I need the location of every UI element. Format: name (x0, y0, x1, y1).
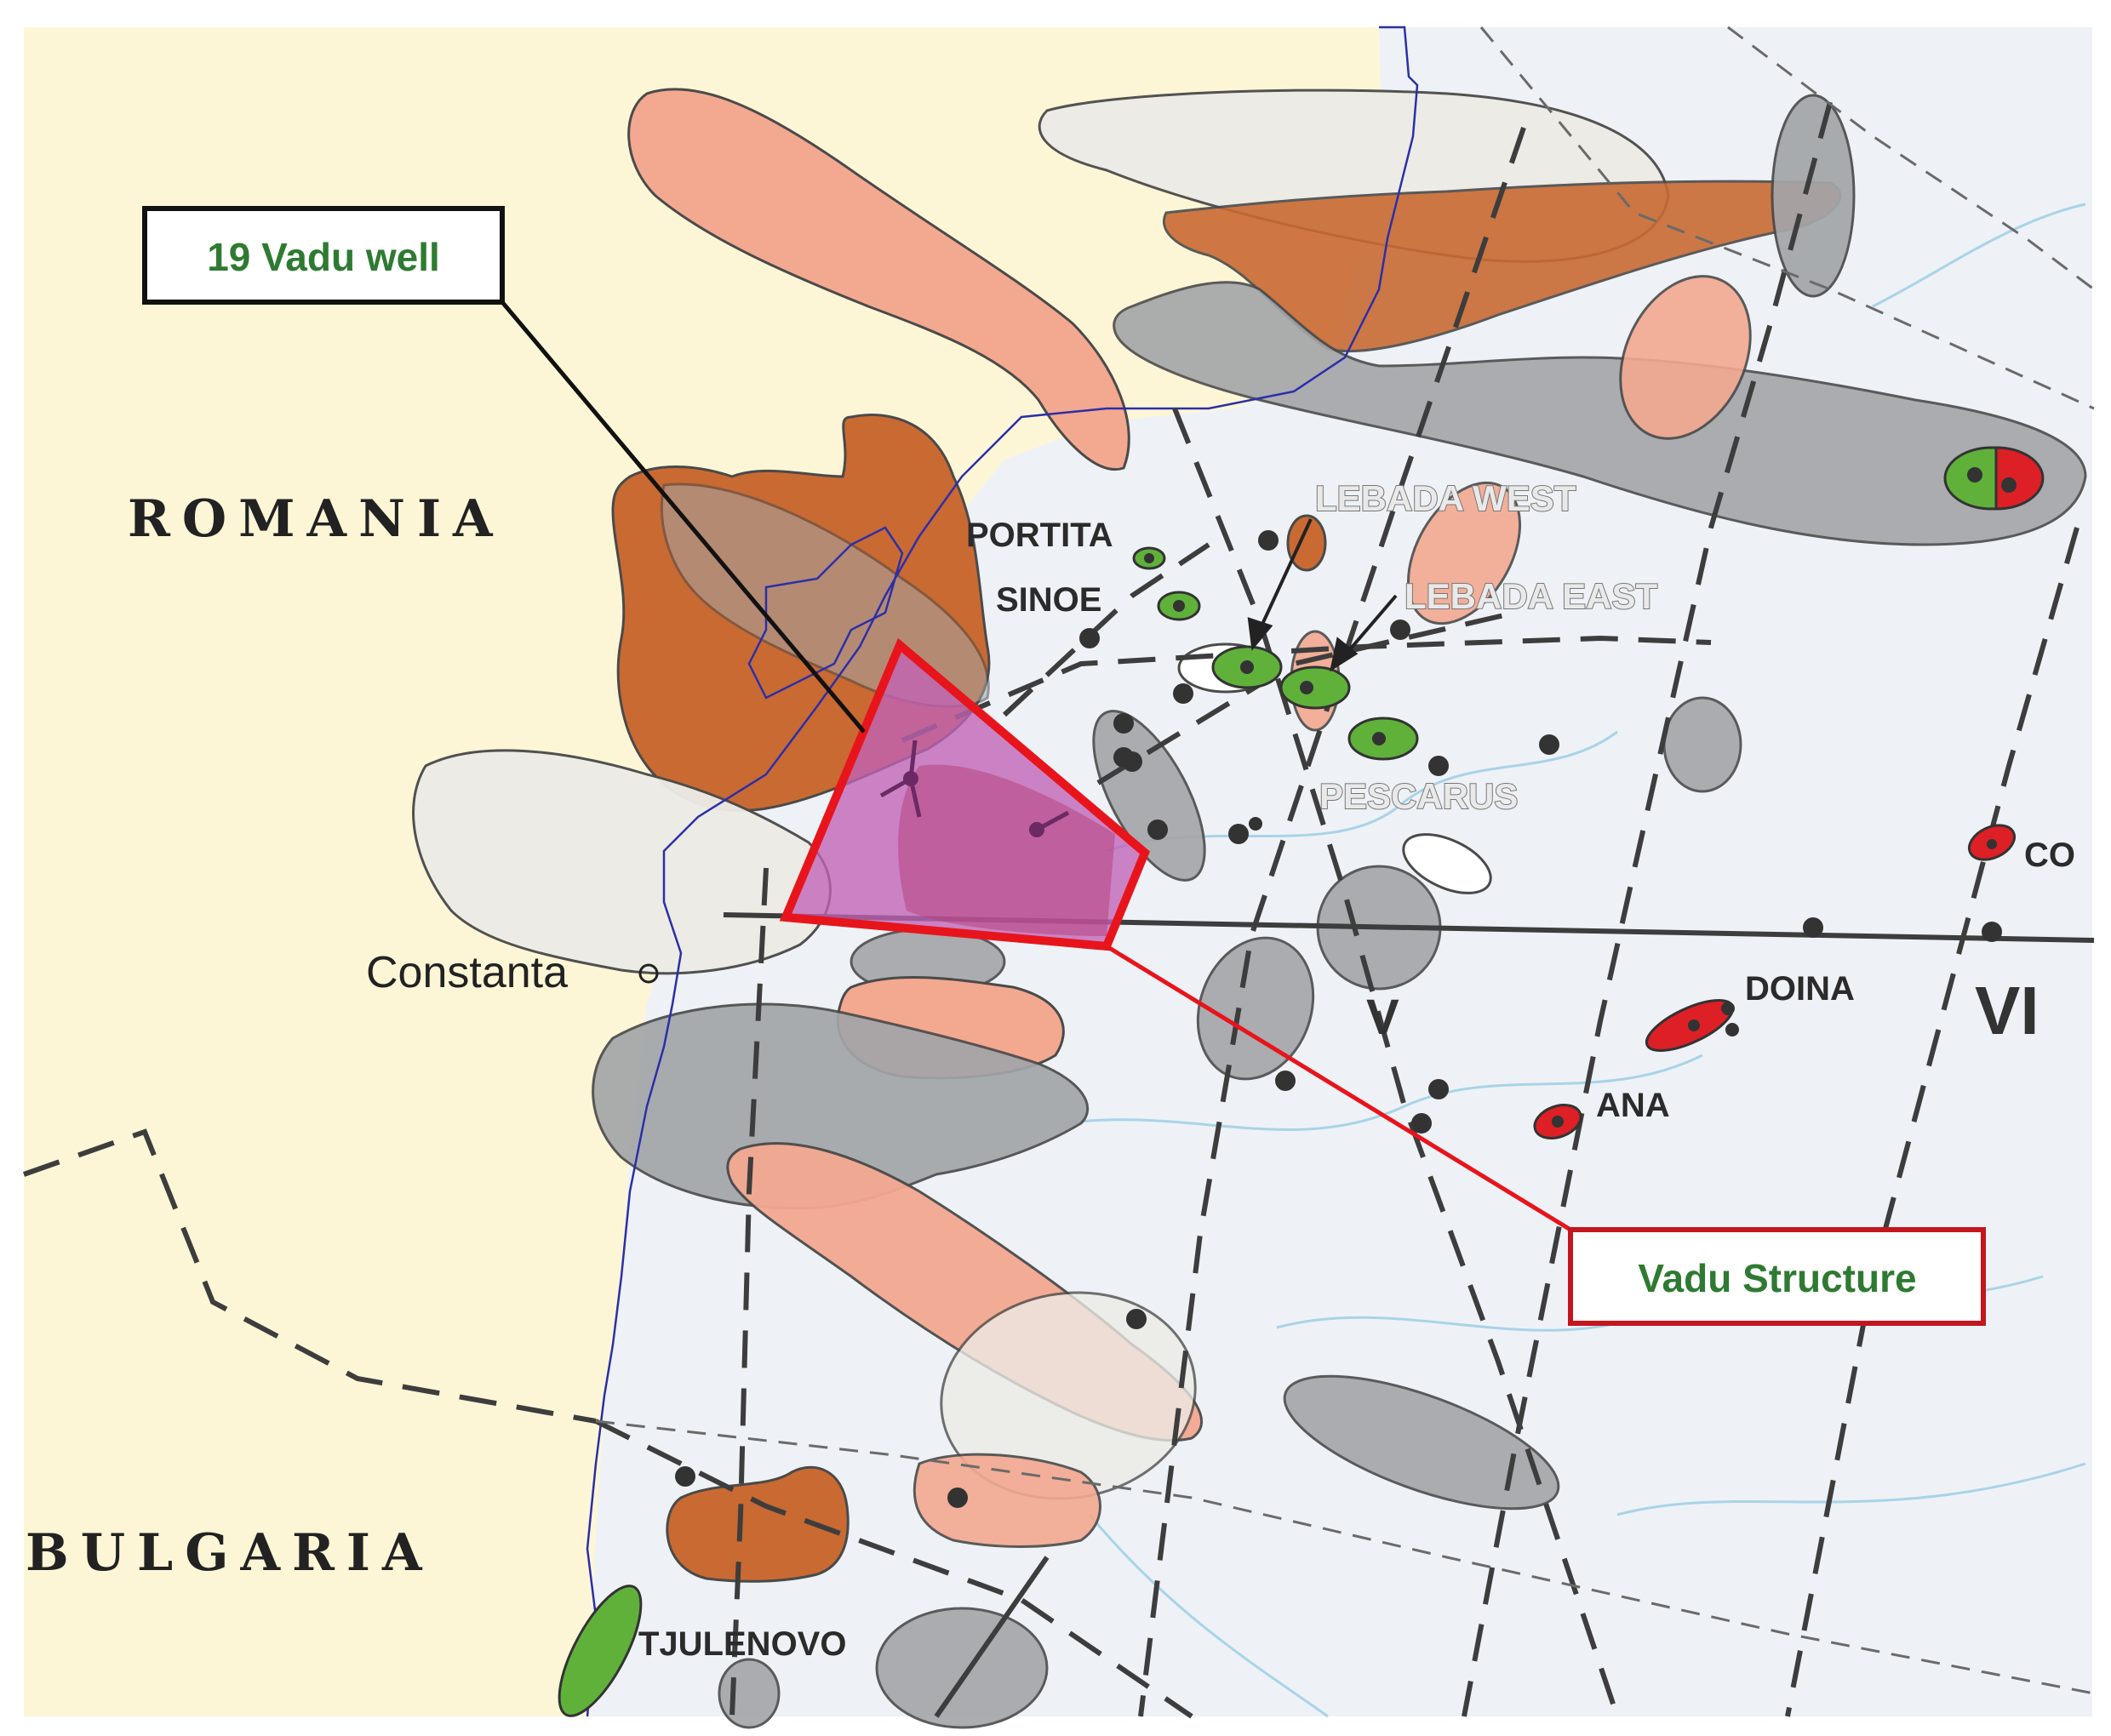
danube-delta-channels (747, 526, 904, 700)
grey-band-north (1113, 281, 2087, 546)
structure-callout-leader (1105, 944, 1572, 1232)
light-area-west (412, 749, 832, 975)
thin-dashed-lines (595, 26, 2095, 1695)
white-ellipse-2 (1402, 833, 1492, 894)
land-area (24, 27, 1381, 1716)
well-callout-leader (501, 300, 866, 734)
well-dot (1275, 1071, 1296, 1091)
well-dot (1079, 628, 1100, 648)
well-dot (1122, 751, 1142, 772)
oil-half-ne (1994, 446, 2045, 511)
zone-label-v: V (1366, 990, 1399, 1045)
salmon-lebada-west (1406, 481, 1522, 625)
field-label-ana: ANA (1596, 1087, 1670, 1124)
gas-field-lebada-east (1279, 665, 1351, 710)
field-label-portita: PORTITA (966, 517, 1113, 554)
well-dot (1411, 1113, 1432, 1134)
coastline (586, 26, 1419, 1717)
well-dot (1982, 922, 2002, 942)
well-dot (1258, 530, 1279, 551)
field-label-sinoe: SINOE (996, 581, 1101, 619)
well-dot (1173, 683, 1193, 704)
structure-callout-box (1568, 1227, 1986, 1326)
field-label-pescarus: PESCARUS (1319, 776, 1518, 816)
vadu-inner-area (898, 764, 1115, 936)
gas-fields (558, 446, 2045, 1717)
vadu-well-dot-2 (1029, 822, 1044, 837)
city-marker-constanta (638, 963, 659, 984)
wells (675, 530, 2002, 1508)
brown-area-south (666, 1465, 850, 1583)
city-label-constanta: Constanta (366, 948, 568, 997)
grey-ellipse-central-2 (1196, 936, 1315, 1081)
field-label-cobalcescu: CO (2024, 837, 2075, 874)
well-dot (1113, 713, 1134, 734)
grey-elongate-se (1283, 1374, 1560, 1510)
well-dot (947, 1488, 968, 1508)
well-dot (1126, 1309, 1147, 1329)
fault-lines (23, 101, 2080, 1719)
structure-callout-label: Vadu Structure (1638, 1256, 1916, 1300)
country-label-bulgaria: BULGARIA (26, 1523, 434, 1583)
well-dot (1428, 756, 1449, 776)
well-dot (1249, 817, 1262, 831)
country-label-romania: ROMANIA (128, 489, 505, 549)
salmon-elongate-north (627, 88, 1130, 471)
grey-ellipse-ne (1771, 94, 1856, 298)
zone-label-vi: VI (1975, 973, 2039, 1048)
well-callout-label: 19 Vadu well (207, 235, 440, 279)
well-dot (1228, 824, 1249, 844)
grey-ellipse-sw (718, 1658, 781, 1729)
well-dot (1803, 917, 1823, 938)
grey-ellipse-east (1662, 696, 1742, 793)
well-dot (1539, 734, 1559, 755)
profile-line-south (934, 1556, 1050, 1718)
well-dot (1390, 620, 1410, 640)
vadu-well-dot (903, 771, 918, 786)
field-label-tjulenovo: TJULENOVO (638, 1625, 846, 1663)
lebada-arrows (1247, 518, 1398, 672)
field-label-lebada-west: LEBADA WEST (1315, 478, 1576, 518)
field-label-lebada-east: LEBADA EAST (1404, 576, 1657, 616)
grey-ellipse-south (875, 1607, 1049, 1729)
well-dot (1428, 1079, 1449, 1099)
brown-small-lebada (1286, 514, 1327, 572)
gas-field-tjulenovo (558, 1585, 643, 1717)
salmon-area-south (912, 1453, 1101, 1548)
well-dot (1147, 819, 1168, 840)
grey-area-mid (592, 1002, 1090, 1210)
field-well-dots (1144, 467, 2017, 1128)
well-dot (675, 1466, 695, 1487)
well-callout-box (142, 206, 505, 305)
salmon-ellipse-ne (1619, 275, 1752, 440)
field-label-doina: DOINA (1745, 970, 1855, 1008)
